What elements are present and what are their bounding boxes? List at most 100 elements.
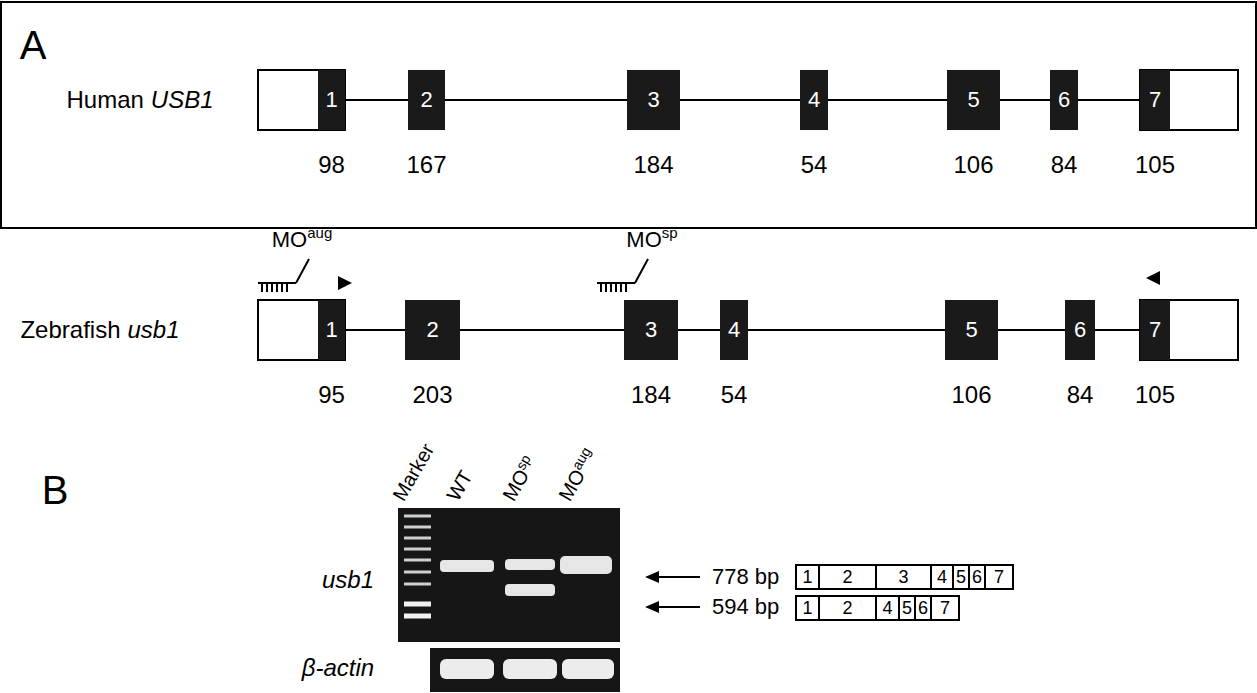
exon-number: 7 xyxy=(994,568,1004,586)
label-group: 184 xyxy=(633,151,673,179)
text-label: 84 xyxy=(1051,151,1078,179)
exon-box: 7 xyxy=(1140,70,1170,130)
text-label: 84 xyxy=(1067,381,1094,409)
label-group: 98 xyxy=(318,151,345,179)
exon-number: 2 xyxy=(420,89,432,111)
transcript-exon-box: 4 xyxy=(930,564,954,590)
text-label: MO xyxy=(272,227,307,252)
exon-number: 3 xyxy=(647,89,659,111)
transcript-exon-box: 3 xyxy=(875,564,932,590)
text-label: WT xyxy=(442,467,477,505)
exon-box: 6 xyxy=(1065,300,1095,360)
exon-number: 6 xyxy=(1058,89,1070,111)
exon-number: 5 xyxy=(965,319,977,341)
transcript-exon-box: 7 xyxy=(930,595,960,621)
label-group: 54 xyxy=(801,151,828,179)
exon-number: 1 xyxy=(802,599,812,617)
panel-frame xyxy=(0,2,1257,228)
transcript-exon-box: 2 xyxy=(818,595,877,621)
exon-number: 5 xyxy=(967,89,979,111)
text-label: 106 xyxy=(953,151,993,179)
exon-number: 6 xyxy=(918,599,928,617)
label-group: 54 xyxy=(721,381,748,409)
text-label: usb1 xyxy=(322,566,374,594)
label-group: MOaug xyxy=(554,445,602,505)
text-label: 105 xyxy=(1135,381,1175,409)
exon-number: 5 xyxy=(956,568,966,586)
label-group: 84 xyxy=(1067,381,1094,409)
text-label: USB1 xyxy=(151,86,214,114)
gel-band xyxy=(440,659,614,679)
exon-number: 6 xyxy=(972,568,982,586)
exon-number: 4 xyxy=(728,319,740,341)
exon-number: 3 xyxy=(898,568,908,586)
text-label: Zebrafish xyxy=(20,316,120,344)
exon-number: 4 xyxy=(808,89,820,111)
transcript-exon-box: 7 xyxy=(984,564,1014,590)
panel-letter: A xyxy=(20,22,47,68)
intron-line xyxy=(1000,99,1050,101)
label-group: Zebrafishusb1 xyxy=(20,316,179,344)
exon-number: 4 xyxy=(937,568,947,586)
text-label: 106 xyxy=(951,381,991,409)
text-label: Marker xyxy=(388,440,439,505)
text-label: 594 bp xyxy=(712,594,779,619)
exon-number: 1 xyxy=(325,319,337,341)
transcript-exon-box: 1 xyxy=(795,564,820,590)
exon-number: 1 xyxy=(325,89,337,111)
exon-box: 7 xyxy=(1140,300,1170,360)
exon-box: 3 xyxy=(624,300,678,360)
text-label: 98 xyxy=(318,151,345,179)
exon-box: 2 xyxy=(405,300,460,360)
label-group: WT xyxy=(442,467,477,505)
exon-box: 1 xyxy=(318,70,345,130)
text-label: 184 xyxy=(631,381,671,409)
text-label: MO xyxy=(626,227,661,252)
exon-number: 6 xyxy=(1074,319,1086,341)
text-label: 105 xyxy=(1135,151,1175,179)
text-label: MO xyxy=(498,466,534,505)
label-group: 105 xyxy=(1135,381,1175,409)
label-group: 106 xyxy=(951,381,991,409)
label-group: 167 xyxy=(406,151,446,179)
label-group: Human USB1 xyxy=(66,86,213,114)
text-label: 778 bp xyxy=(712,564,779,589)
exon-box: 2 xyxy=(408,70,445,130)
exon-number: 7 xyxy=(940,599,950,617)
exon-box: 1 xyxy=(318,300,345,360)
transcript-exon-box: 4 xyxy=(875,595,900,621)
exon-box: 5 xyxy=(945,300,998,360)
exon-number: 1 xyxy=(802,568,812,586)
intron-line xyxy=(460,329,624,331)
exon-box: 4 xyxy=(800,70,828,130)
transcript-exon-box: 2 xyxy=(818,564,877,590)
intron-line xyxy=(680,99,800,101)
label-group: 105 xyxy=(1135,151,1175,179)
primer-arrowhead xyxy=(338,271,1160,290)
label-group: 106 xyxy=(953,151,993,179)
label-group: B xyxy=(42,467,69,513)
gel-image xyxy=(398,508,620,692)
text-label: 203 xyxy=(412,381,452,409)
intron-line xyxy=(345,99,408,101)
text-label: Human xyxy=(66,86,143,114)
text-label: aug xyxy=(307,224,332,241)
exon-box: 3 xyxy=(627,70,680,130)
label-group: Marker xyxy=(388,440,439,505)
label-group: 203 xyxy=(412,381,452,409)
label-group: 95 xyxy=(318,381,345,409)
exon-number: 7 xyxy=(1149,89,1161,111)
text-label: 54 xyxy=(801,151,828,179)
text-label: sp xyxy=(662,224,678,241)
label-group: 778 bp xyxy=(712,564,779,589)
transcript-exon-box: 1 xyxy=(795,595,820,621)
intron-line xyxy=(1078,99,1140,101)
text-label: 184 xyxy=(633,151,673,179)
label-group: MOsp xyxy=(626,227,677,252)
intron-line xyxy=(1095,329,1140,331)
text-label: β-actin xyxy=(302,654,374,682)
exon-number: 2 xyxy=(426,319,438,341)
intron-line xyxy=(345,329,405,331)
text-label: MO xyxy=(554,466,590,505)
